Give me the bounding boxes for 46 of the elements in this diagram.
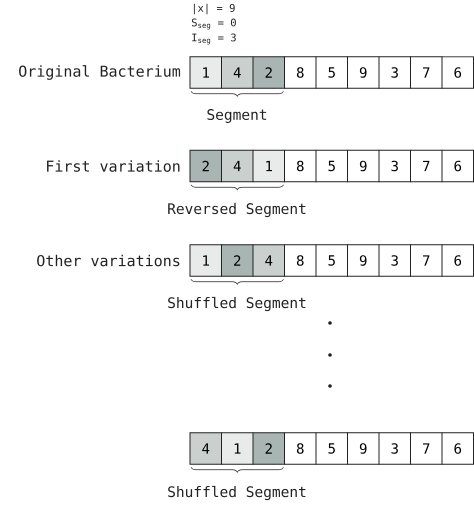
cell: 5	[316, 150, 348, 182]
cell: 2	[190, 150, 222, 182]
cell: 5	[316, 432, 348, 465]
cell: 7	[410, 56, 442, 89]
cell: 3	[378, 56, 411, 89]
cell: 4	[252, 244, 285, 277]
cell: 3	[378, 150, 411, 182]
cell: 5	[316, 56, 348, 89]
cell: 9	[347, 150, 380, 182]
cell: 2	[252, 432, 285, 465]
row-label: First variation	[47, 160, 180, 172]
cell: 9	[347, 56, 380, 89]
cell: 6	[442, 244, 474, 277]
segment-label: Reversed Segment	[168, 202, 306, 218]
cell: 7	[410, 432, 442, 465]
cell: 4	[190, 432, 222, 465]
row-label: Original Bacterium	[19, 65, 180, 80]
cell: 9	[347, 244, 380, 277]
segment-label: Shuffled Segment	[168, 296, 306, 312]
row-label: Other variations	[37, 254, 180, 266]
cell: 7	[410, 244, 442, 277]
cell: 7	[410, 150, 442, 182]
cell: 1	[190, 56, 222, 89]
cell: 8	[284, 56, 316, 89]
parameter-label: |x| = 9	[194, 4, 235, 14]
cell: 6	[442, 150, 474, 182]
cell: 6	[442, 432, 474, 465]
cell: 1	[252, 150, 285, 182]
cell: 2	[221, 244, 254, 277]
cell: 6	[442, 56, 474, 89]
cell: 9	[347, 432, 380, 465]
cell: 3	[378, 432, 411, 465]
segment-label: Shuffled Segment	[168, 486, 306, 500]
parameter-label: S$_{seg}$ = 0	[192, 18, 236, 30]
cell: 8	[284, 244, 316, 277]
cell: 1	[190, 244, 222, 277]
cell: 5	[316, 244, 348, 277]
cell: 2	[252, 56, 285, 89]
cell: 1	[221, 432, 254, 465]
cell: 8	[284, 432, 316, 465]
parameter-label: I$_{seg}$ = 3	[192, 34, 236, 45]
segment-label: Segment	[207, 109, 266, 123]
cell: 4	[221, 150, 254, 182]
cell: 3	[378, 244, 411, 277]
cell: 8	[284, 150, 316, 182]
cell: 4	[221, 56, 254, 89]
